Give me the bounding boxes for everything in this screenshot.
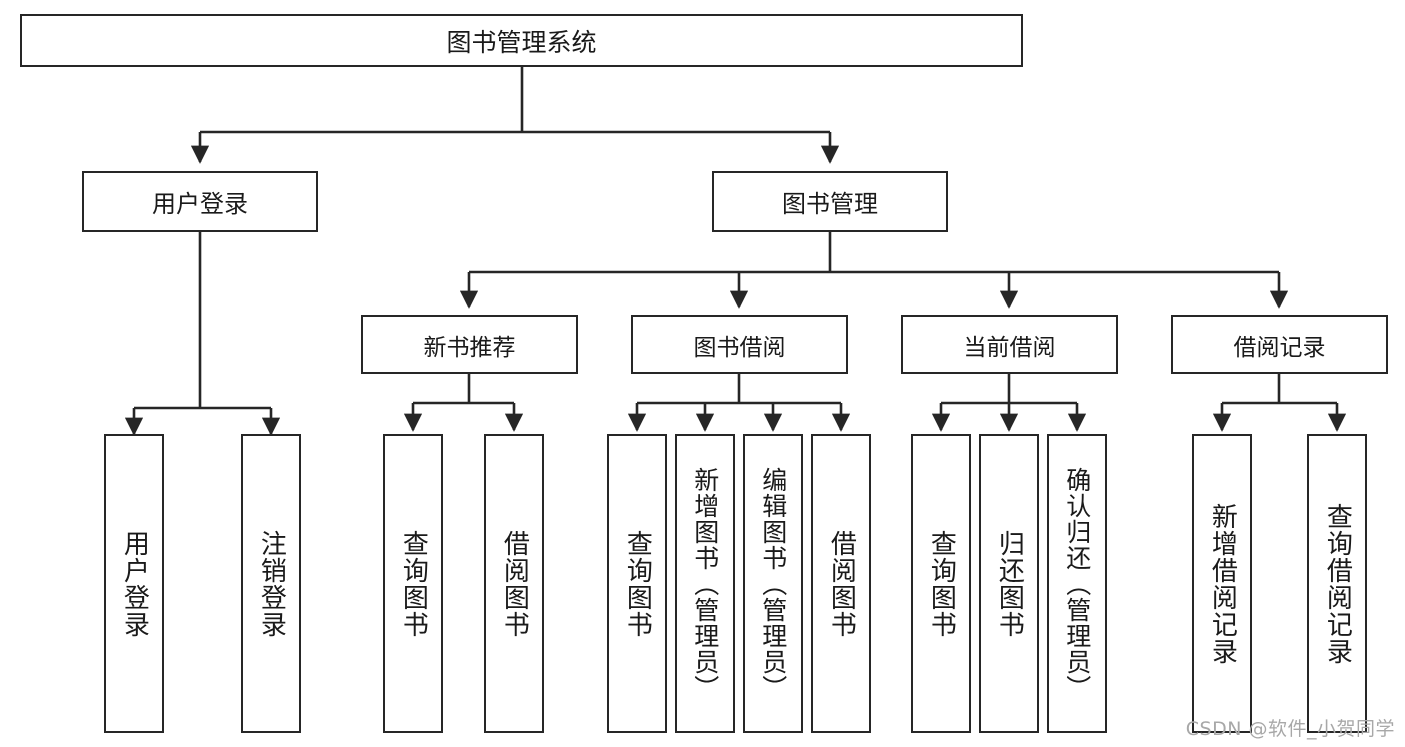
leaf-borrow-add-book-admin[interactable]: 新增图书（管理员） [675, 434, 735, 733]
leaf-borrow-borrow-book[interactable]: 借阅图书 [811, 434, 871, 733]
leaf-record-query-record[interactable]: 查询借阅记录 [1307, 434, 1367, 733]
leaf-label: 查询图书 [622, 529, 653, 638]
node-root[interactable]: 图书管理系统 [20, 14, 1023, 67]
leaf-new-book-borrow[interactable]: 借阅图书 [484, 434, 544, 733]
leaf-label: 用户登录 [119, 529, 150, 638]
watermark-text: CSDN @软件_小贺同学 [1185, 718, 1395, 740]
leaf-current-return-book[interactable]: 归还图书 [979, 434, 1039, 733]
node-book-borrow[interactable]: 图书借阅 [631, 315, 848, 374]
leaf-label: 归还图书 [994, 529, 1025, 638]
leaf-borrow-edit-book-admin[interactable]: 编辑图书（管理员） [743, 434, 803, 733]
leaf-borrow-query-book[interactable]: 查询图书 [607, 434, 667, 733]
node-current-borrow[interactable]: 当前借阅 [901, 315, 1118, 374]
leaf-user-login-login[interactable]: 用户登录 [104, 434, 164, 733]
leaf-user-login-logout[interactable]: 注销登录 [241, 434, 301, 733]
leaf-record-add-record[interactable]: 新增借阅记录 [1192, 434, 1252, 733]
leaf-label: 借阅图书 [499, 529, 530, 638]
leaf-label: 注销登录 [256, 529, 287, 638]
node-book-management[interactable]: 图书管理 [712, 171, 948, 232]
leaf-current-query-book[interactable]: 查询图书 [911, 434, 971, 733]
leaf-label: 确认归还（管理员） [1062, 466, 1092, 701]
leaf-label: 借阅图书 [826, 529, 857, 638]
leaf-label: 新增图书（管理员） [690, 466, 720, 701]
leaf-label: 编辑图书（管理员） [758, 466, 788, 701]
node-borrow-record[interactable]: 借阅记录 [1171, 315, 1388, 374]
leaf-label: 查询借阅记录 [1322, 502, 1353, 665]
node-new-book-recommend[interactable]: 新书推荐 [361, 315, 578, 374]
leaf-new-book-query[interactable]: 查询图书 [383, 434, 443, 733]
leaf-label: 查询图书 [926, 529, 957, 638]
leaf-label: 查询图书 [398, 529, 429, 638]
leaf-label: 新增借阅记录 [1207, 502, 1238, 665]
node-user-login[interactable]: 用户登录 [82, 171, 318, 232]
leaf-current-confirm-return-admin[interactable]: 确认归还（管理员） [1047, 434, 1107, 733]
